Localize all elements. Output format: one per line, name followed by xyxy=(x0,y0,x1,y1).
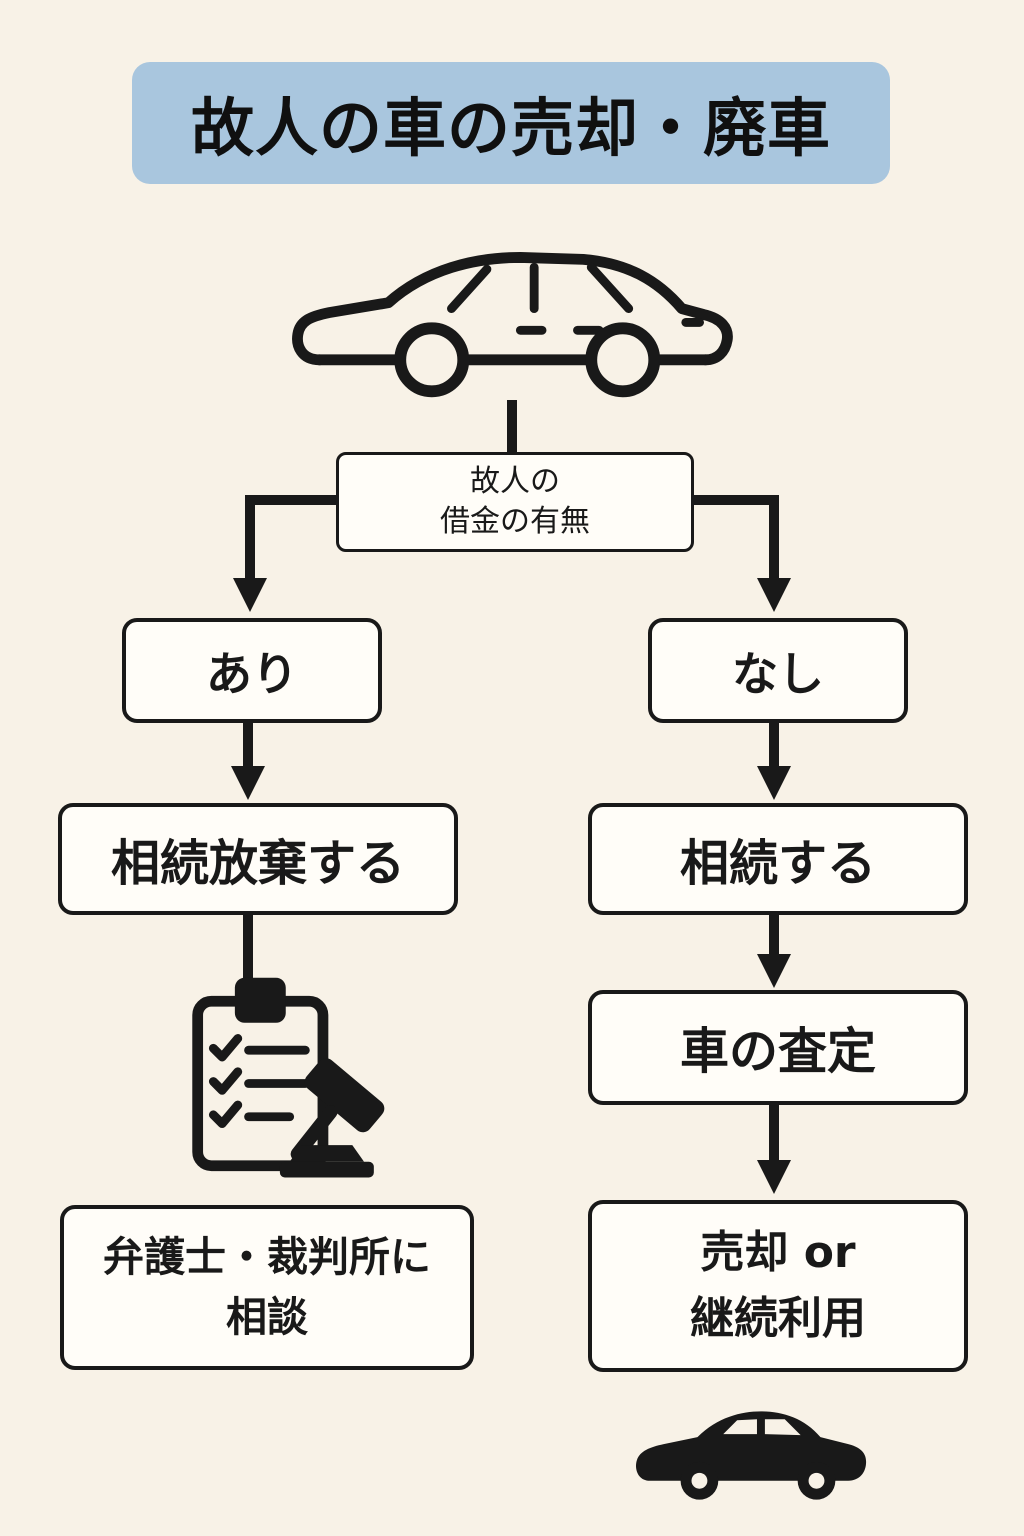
page-title: 故人の車の売却・廃車 xyxy=(191,91,831,165)
decision-box-debt: 故人の 借金の有無 xyxy=(336,452,694,552)
decision-line-2: 借金の有無 xyxy=(440,504,590,539)
branch-debt-yes-label: あり xyxy=(206,646,298,701)
step-renounce-inheritance-label: 相続放棄する xyxy=(110,834,405,892)
connector-decision-left xyxy=(245,495,336,580)
car-outline-icon xyxy=(285,220,740,412)
clipboard-gavel-graphic xyxy=(192,977,385,1178)
result-consult-line-2: 相談 xyxy=(226,1292,308,1341)
title-banner: 故人の車の売却・廃車 xyxy=(132,62,890,184)
connector-decision-right xyxy=(688,495,779,580)
step-renounce-inheritance-box: 相続放棄する xyxy=(58,803,458,915)
decision-line-1: 故人の xyxy=(470,463,560,499)
arrowhead-right-branch xyxy=(757,578,791,612)
clipboard-gavel-icon xyxy=(180,968,415,1198)
step-appraisal-label: 車の査定 xyxy=(679,1023,876,1080)
branch-debt-yes-box: あり xyxy=(122,618,382,723)
arrowhead-waiver xyxy=(231,766,265,800)
arrowhead-sell xyxy=(757,1160,791,1194)
result-sell-or-keep-box: 売却 or 継続利用 xyxy=(588,1200,968,1372)
arrowhead-inherit xyxy=(757,766,791,800)
branch-debt-no-box: なし xyxy=(648,618,908,723)
branch-debt-no-label: なし xyxy=(732,646,824,701)
car-silhouette-graphic xyxy=(635,1411,867,1500)
arrowhead-satei xyxy=(757,954,791,988)
result-consult-box: 弁護士・裁判所に 相談 xyxy=(60,1205,474,1370)
result-consult-line-1: 弁護士・裁判所に xyxy=(103,1233,431,1282)
arrowhead-left-branch xyxy=(233,578,267,612)
step-inherit-label: 相続する xyxy=(679,834,876,892)
car-silhouette-icon xyxy=(630,1388,878,1520)
step-appraisal-box: 車の査定 xyxy=(588,990,968,1105)
car-outline-graphic xyxy=(292,251,733,398)
step-inherit-box: 相続する xyxy=(588,803,968,915)
result-sell-line-1: 売却 or xyxy=(700,1227,856,1278)
result-sell-line-2: 継続利用 xyxy=(690,1293,866,1344)
